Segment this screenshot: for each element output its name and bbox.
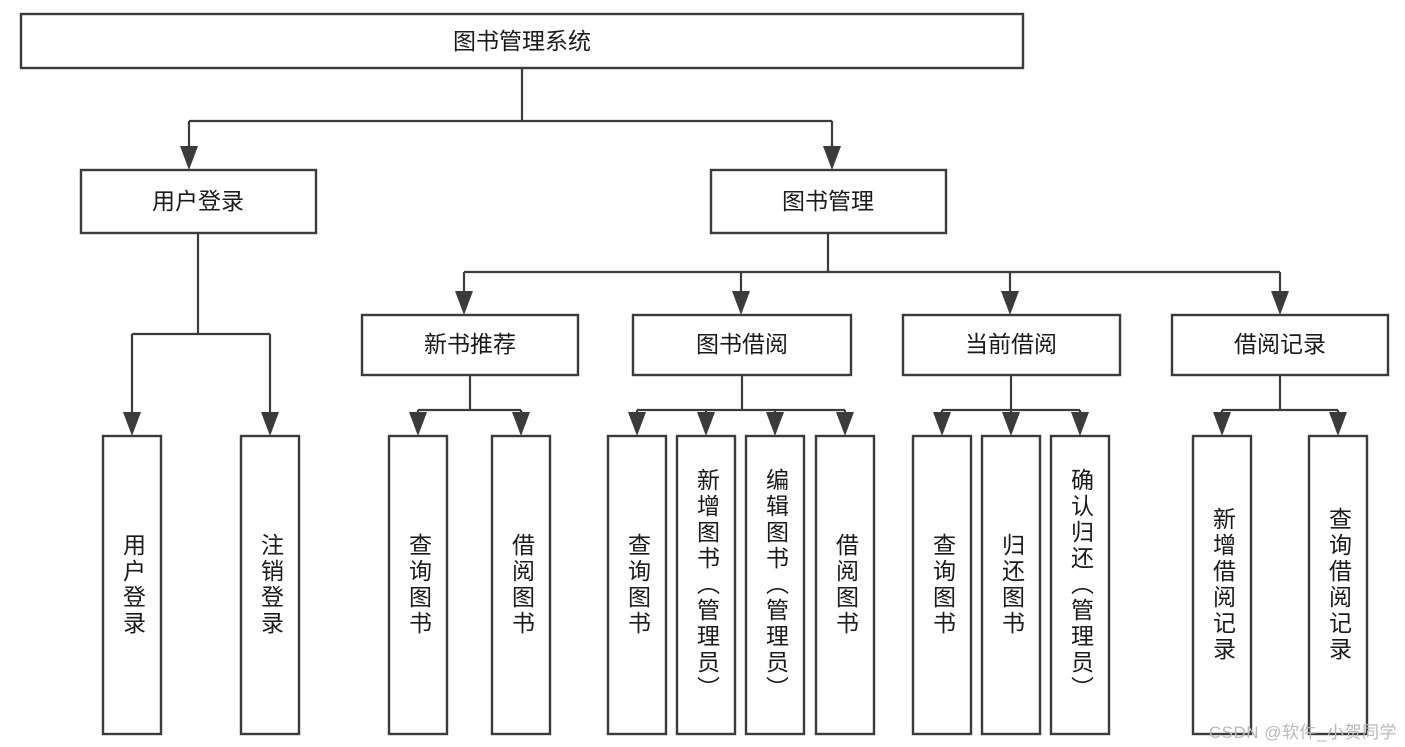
- connectors: [130, 68, 1340, 424]
- node-leaf-user-login-label: 用户登录: [119, 533, 146, 637]
- node-leaf-borrow-book-1-box[interactable]: [490, 434, 552, 736]
- arrow-icon-to-leaf-borrow-book-1: [512, 412, 530, 436]
- node-root[interactable]: 图书管理系统: [19, 12, 1025, 70]
- node-leaf-borrow-book-2-box[interactable]: [814, 434, 876, 736]
- arrow-icon-to-leaf-edit-book: [766, 412, 784, 436]
- arrow-icon-to-leaf-logout: [261, 412, 279, 436]
- node-root-label: 图书管理系统: [453, 28, 591, 54]
- arrow-icon-to-leaf-add-book: [697, 412, 715, 436]
- node-user-login-box[interactable]: [79, 168, 318, 235]
- node-leaf-query-book-3-label: 查询图书: [929, 533, 956, 637]
- arrow-icon-to-leaf-add-record: [1213, 412, 1231, 436]
- node-leaf-add-book-label: 新增图书（管理员）: [693, 468, 720, 702]
- node-leaf-query-record-label: 查询借阅记录: [1325, 507, 1352, 663]
- node-leaf-edit-book-box[interactable]: [744, 434, 806, 736]
- node-leaf-add-record[interactable]: 新增借阅记录: [1191, 434, 1253, 736]
- node-leaf-borrow-book-2[interactable]: 借阅图书: [814, 434, 876, 736]
- node-user-login[interactable]: 用户登录: [79, 168, 318, 235]
- connector-book-borrow-bus: [635, 375, 847, 424]
- node-leaf-user-login-box[interactable]: [101, 434, 163, 736]
- node-leaf-borrow-book-1-label: 借阅图书: [508, 533, 535, 637]
- node-leaf-user-login[interactable]: 用户登录: [101, 434, 163, 736]
- watermark-text: CSDN @软件_小贺同学: [1208, 723, 1397, 742]
- node-leaf-query-book-2[interactable]: 查询图书: [606, 434, 668, 736]
- arrow-icon-to-leaf-query-record: [1329, 412, 1347, 436]
- arrow-icon-to-book-manage: [823, 146, 841, 170]
- node-leaf-add-book-box[interactable]: [675, 434, 737, 736]
- node-current-borrow-label: 当前借阅: [965, 331, 1057, 357]
- node-leaf-add-record-box[interactable]: [1191, 434, 1253, 736]
- node-leaf-return-book[interactable]: 归还图书: [980, 434, 1042, 736]
- node-current-borrow-box[interactable]: [901, 313, 1122, 377]
- node-leaf-confirm-return-box[interactable]: [1049, 434, 1111, 736]
- connector-root-bus: [187, 68, 834, 158]
- node-book-manage-label: 图书管理: [782, 188, 874, 214]
- node-new-book-rec[interactable]: 新书推荐: [360, 313, 580, 377]
- arrow-icon-to-leaf-borrow-book-2: [836, 412, 854, 436]
- node-leaf-edit-book[interactable]: 编辑图书（管理员）: [744, 434, 806, 736]
- node-root-box[interactable]: [19, 12, 1025, 70]
- arrow-icon-to-user-login: [180, 146, 198, 170]
- node-leaf-add-book[interactable]: 新增图书（管理员）: [675, 434, 737, 736]
- leaf-nodes: 用户登录 注销登录 查询图书 借阅图书: [101, 434, 1369, 736]
- node-borrow-record[interactable]: 借阅记录: [1170, 313, 1390, 377]
- connector-user-login-bus: [130, 233, 272, 424]
- node-book-borrow-label: 图书借阅: [696, 331, 788, 357]
- arrow-icon-to-book-borrow: [732, 291, 750, 315]
- node-leaf-query-book-2-label: 查询图书: [624, 533, 651, 637]
- node-leaf-confirm-return-label: 确认归还（管理员）: [1067, 468, 1094, 702]
- arrow-icon-to-current-borrow: [1001, 291, 1019, 315]
- arrow-icon-to-leaf-query-book-1: [409, 412, 427, 436]
- connector-borrow-record-bus: [1220, 375, 1340, 424]
- arrow-icon-to-leaf-return-book: [1002, 412, 1020, 436]
- node-leaf-query-book-1-box[interactable]: [387, 434, 449, 736]
- node-new-book-rec-box[interactable]: [360, 313, 580, 377]
- arrow-icon-to-new-book-rec: [455, 291, 473, 315]
- node-book-manage[interactable]: 图书管理: [709, 168, 948, 235]
- node-leaf-logout[interactable]: 注销登录: [239, 434, 301, 736]
- arrow-icon-to-leaf-user-login: [123, 412, 141, 436]
- node-book-borrow[interactable]: 图书借阅: [631, 313, 853, 377]
- node-leaf-return-book-label: 归还图书: [998, 533, 1025, 637]
- node-leaf-borrow-book-1[interactable]: 借阅图书: [490, 434, 552, 736]
- node-borrow-record-box[interactable]: [1170, 313, 1390, 377]
- connector-book-manage-bus: [462, 233, 1282, 303]
- arrow-icon-to-leaf-query-book-3: [933, 412, 951, 436]
- arrow-icon-to-leaf-query-book-2: [628, 412, 646, 436]
- node-leaf-add-record-label: 新增借阅记录: [1209, 507, 1236, 663]
- node-leaf-query-record[interactable]: 查询借阅记录: [1307, 434, 1369, 736]
- node-leaf-query-book-1-label: 查询图书: [405, 533, 432, 637]
- node-new-book-rec-label: 新书推荐: [424, 331, 516, 357]
- node-current-borrow[interactable]: 当前借阅: [901, 313, 1122, 377]
- node-leaf-logout-label: 注销登录: [257, 533, 284, 637]
- node-leaf-query-book-1[interactable]: 查询图书: [387, 434, 449, 736]
- arrow-icon-to-leaf-confirm-return: [1071, 412, 1089, 436]
- node-leaf-borrow-book-2-label: 借阅图书: [832, 533, 859, 637]
- arrowheads: [123, 146, 1347, 436]
- node-book-borrow-box[interactable]: [631, 313, 853, 377]
- node-leaf-confirm-return[interactable]: 确认归还（管理员）: [1049, 434, 1111, 736]
- node-borrow-record-label: 借阅记录: [1234, 331, 1326, 357]
- arrow-icon-to-borrow-record: [1271, 291, 1289, 315]
- node-leaf-return-book-box[interactable]: [980, 434, 1042, 736]
- node-user-login-label: 用户登录: [152, 188, 244, 214]
- node-leaf-query-book-3-box[interactable]: [911, 434, 973, 736]
- node-leaf-query-book-3[interactable]: 查询图书: [911, 434, 973, 736]
- node-leaf-edit-book-label: 编辑图书（管理员）: [762, 468, 789, 702]
- node-leaf-query-record-box[interactable]: [1307, 434, 1369, 736]
- node-leaf-logout-box[interactable]: [239, 434, 301, 736]
- node-book-manage-box[interactable]: [709, 168, 948, 235]
- connector-new-book-rec-bus: [416, 375, 523, 424]
- node-leaf-query-book-2-box[interactable]: [606, 434, 668, 736]
